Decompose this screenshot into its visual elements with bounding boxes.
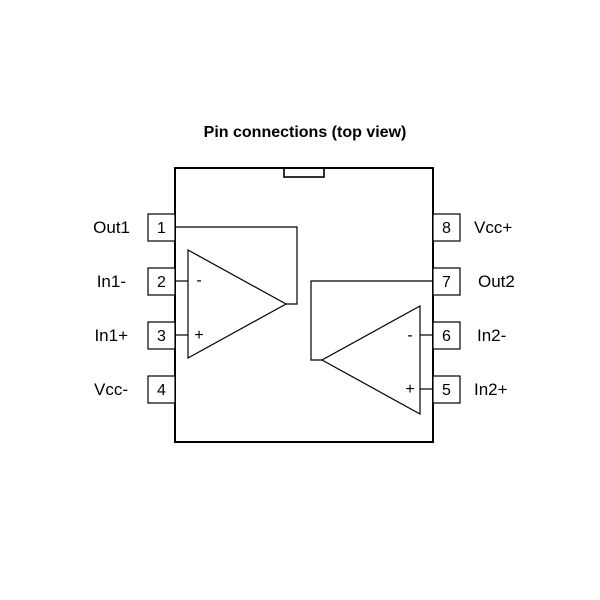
pin-3-number: 3 [157,328,166,345]
pin-7-label: Out2 [478,272,515,291]
pin-2-number: 2 [157,274,166,291]
pin-6-number: 6 [442,328,451,345]
pin-8-number: 8 [442,220,451,237]
pin-3-box [147,321,176,350]
pin-5-label: In2+ [474,380,508,399]
pin-8-label: Vcc+ [474,218,512,237]
opamp-1-output-wire [175,226,298,305]
orientation-notch [283,167,325,178]
pin-2-label: In1- [97,272,126,291]
pin-8-box [432,213,461,242]
opamp-2-output-wire [310,280,433,361]
pin-4-label: Vcc- [94,380,128,399]
opamp-2-inv-sign: - [407,327,412,344]
chip-body [174,167,434,443]
diagram-title: Pin connections (top view) [204,124,407,141]
opamp-2-triangle [320,304,421,416]
opamp-1-noninv-sign: + [194,327,203,344]
pin-3-label: In1+ [94,326,128,345]
pin-4-number: 4 [157,382,166,399]
pin-2-box [147,267,176,296]
opamp-2-noninv-sign: + [405,381,414,398]
pin-5-number: 5 [442,382,451,399]
pin-1-box [147,213,176,242]
pin-4-box [147,375,176,404]
opamp-1-triangle [187,248,288,360]
pin-6-box [432,321,461,350]
pin-1-label: Out1 [93,218,130,237]
pin-7-number: 7 [442,274,451,291]
opamp-1-inv-sign: - [196,272,201,289]
pin-6-label: In2- [477,326,506,345]
pin-1-number: 1 [157,220,166,237]
